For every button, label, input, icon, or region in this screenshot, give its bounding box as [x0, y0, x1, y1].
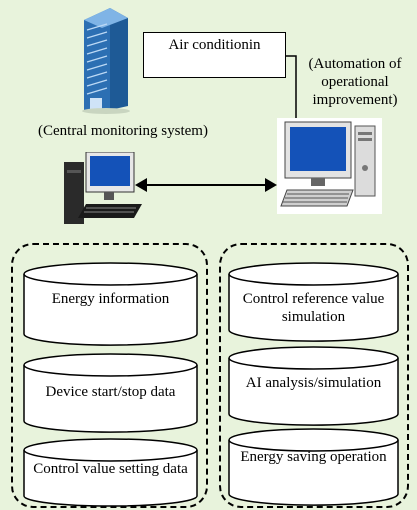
cylinder-label: Energy saving operation: [240, 449, 387, 465]
cylinder-ai-analysis: AI analysis/simulation: [228, 346, 399, 426]
cylinder-label: Control reference value simulation: [242, 291, 385, 325]
cylinder-control-reference-simulation: Control reference value simulation: [228, 262, 399, 342]
cylinder-label: Device start/stop data: [45, 384, 176, 400]
computer-left-icon: [64, 152, 144, 228]
building-icon: [76, 6, 134, 114]
left-data-group: [11, 243, 208, 508]
right-process-group: [219, 243, 409, 508]
cylinder-energy-information: Energy information: [23, 262, 198, 346]
bracket-connector: [286, 55, 300, 125]
cylinder-energy-saving-operation: Energy saving operation: [228, 428, 399, 506]
computer-right-icon: [277, 118, 382, 214]
automation-label: (Automation of operational improvement): [308, 56, 402, 108]
cylinder-device-start-stop: Device start/stop data: [23, 353, 198, 433]
central-monitoring-label: (Central monitoring system): [38, 123, 208, 139]
cylinder-label: Control value setting data: [33, 461, 188, 477]
cylinder-label: Energy information: [51, 291, 170, 307]
air-conditioning-box: Air conditionin: [143, 32, 286, 78]
bidirectional-arrow: [135, 176, 277, 194]
cylinder-control-value-setting: Control value setting data: [23, 438, 198, 508]
air-conditioning-label: Air conditionin: [168, 37, 261, 53]
cylinder-label: AI analysis/simulation: [245, 375, 382, 391]
